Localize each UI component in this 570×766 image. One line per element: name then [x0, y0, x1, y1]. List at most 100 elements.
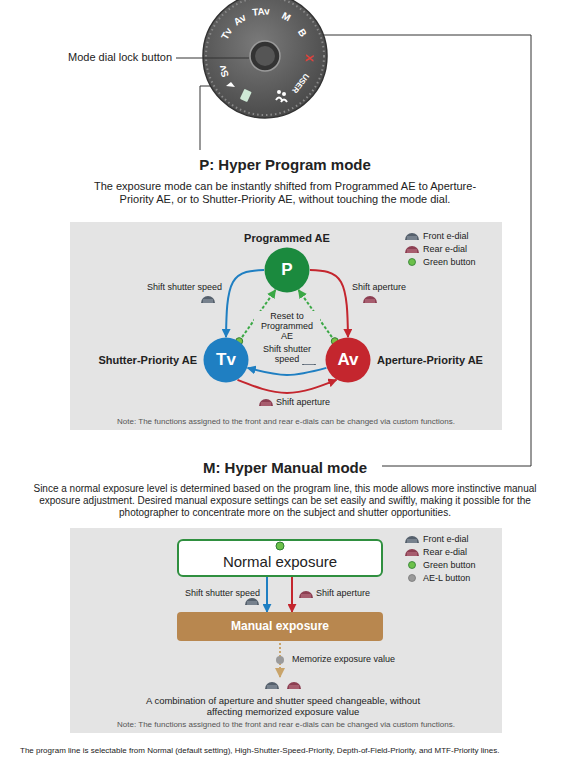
dial-icon-ridge — [308, 594, 309, 598]
legend-swatch — [404, 244, 420, 254]
dial-icon-ridge — [252, 601, 253, 605]
front-e-dial-icon — [265, 682, 279, 689]
dial-icon-ridge — [416, 552, 417, 556]
rear-e-dial-icon — [259, 399, 273, 406]
dial-icon-ridge — [370, 299, 371, 303]
dial-icon-ridge — [414, 249, 415, 253]
dial-icon-ridge — [206, 299, 207, 303]
box-text: Normal exposure — [179, 541, 381, 571]
dial-icon-ridge — [412, 539, 413, 543]
dial-icon-ridge — [256, 601, 257, 605]
circle-fill — [204, 338, 249, 383]
mode-dial — [203, 0, 327, 118]
leader-line — [176, 58, 249, 59]
part-label: Mode dial lock button — [50, 51, 172, 64]
dial-mark: TAv — [252, 6, 271, 18]
legend-swatch — [404, 547, 420, 557]
mode-letter: Tv — [203, 337, 249, 383]
legend-entry: Green button — [404, 257, 457, 268]
legend-text: Green button — [423, 257, 476, 267]
connector-arrow — [266, 577, 268, 612]
dial-icon-ridge — [254, 601, 255, 605]
edge-label: Shift aperture — [352, 282, 432, 292]
dial-icon-ridge — [408, 539, 409, 543]
dial-icon-body — [265, 682, 279, 689]
footnote: The program line is selectable from Norm… — [20, 746, 560, 756]
section-description: Since a normal exposure level is determi… — [30, 483, 540, 519]
legend-swatch — [404, 231, 420, 241]
legend-entry: Front e-dial — [404, 534, 450, 545]
edge-label: Shift shutter speed — [256, 344, 318, 364]
legend-text: AE-L button — [423, 573, 470, 583]
dial-icon-ridge — [416, 236, 417, 240]
mode-name: Aperture-Priority AE — [377, 354, 483, 366]
rear-e-dial-icon — [405, 246, 419, 253]
section-heading: P: Hyper Program mode — [85, 156, 485, 174]
step-label: Memorize exposure value — [292, 654, 462, 665]
dial-icon-ridge — [414, 539, 415, 543]
dial-icon-body — [287, 682, 301, 689]
leader-line — [200, 86, 211, 150]
dial-icon-ridge — [412, 552, 413, 556]
dial-icon-ridge — [368, 299, 369, 303]
circle-fill — [265, 248, 310, 293]
rear-e-dial-icon — [363, 296, 377, 303]
dial-icon-body — [201, 296, 215, 303]
mode-icon — [226, 82, 235, 87]
mode-name: Shutter-Priority AE — [98, 354, 197, 366]
legend-entry: Front e-dial — [404, 231, 450, 242]
connector-arrow — [248, 368, 327, 375]
legend-text: Rear e-dial — [423, 547, 467, 557]
ae-l-button-dot — [276, 656, 284, 664]
dial-icon-ridge — [274, 685, 275, 689]
legend-dot — [409, 259, 416, 266]
mode-letter: Av — [325, 337, 371, 383]
dial-icon-ridge — [414, 236, 415, 240]
legend-entry: Green button — [404, 560, 457, 571]
dial-icon-ridge — [210, 299, 211, 303]
dial-icon-ridge — [208, 299, 209, 303]
dial-icon-body — [363, 296, 377, 303]
dial-icon-ridge — [372, 299, 373, 303]
dial-icon-body — [245, 598, 259, 605]
dial-icon-body — [259, 399, 273, 406]
dial-icon-ridge — [212, 299, 213, 303]
rear-e-dial-icon — [405, 549, 419, 556]
legend-swatch — [404, 257, 420, 267]
legend-text: Front e-dial — [423, 231, 469, 241]
connector-arrow — [291, 577, 293, 612]
dial-icon-ridge — [290, 685, 291, 689]
legend-text: Green button — [423, 560, 476, 570]
green-button-dot — [236, 338, 243, 345]
legend-entry: Rear e-dial — [404, 547, 448, 558]
dial-icon-ridge — [374, 299, 375, 303]
mode-name: Programmed AE — [244, 232, 330, 244]
dial-icon-ridge — [416, 249, 417, 253]
dial-icon-body — [405, 246, 419, 253]
dial-icon-ridge — [416, 539, 417, 543]
edge-label: Shift aperture — [316, 588, 406, 598]
dial-icon-ridge — [270, 685, 271, 689]
dial-icon-ridge — [276, 685, 277, 689]
dial-icon-ridge — [410, 249, 411, 253]
dial-icon-ridge — [410, 236, 411, 240]
rear-e-dial-icon — [287, 682, 301, 689]
dial-icon-ridge — [412, 236, 413, 240]
dial-icon-ridge — [248, 601, 249, 605]
legend-dot — [409, 562, 416, 569]
front-e-dial-icon — [245, 598, 259, 605]
mode-circle: TvShutter-Priority AE — [203, 337, 249, 383]
section-description: The exposure mode can be instantly shift… — [85, 180, 485, 206]
dial-icon-ridge — [306, 594, 307, 598]
dial-icon-ridge — [266, 402, 267, 406]
legend-dot — [409, 575, 416, 582]
mode-circle: AvAperture-Priority AE — [325, 337, 371, 383]
dial-icon-ridge — [250, 601, 251, 605]
legend-text: Front e-dial — [423, 534, 469, 544]
dial-icon-ridge — [294, 685, 295, 689]
scene-icon — [240, 89, 252, 102]
dial-icon-ridge — [268, 685, 269, 689]
dial-icon-body — [405, 233, 419, 240]
dial-icon-ridge — [310, 594, 311, 598]
